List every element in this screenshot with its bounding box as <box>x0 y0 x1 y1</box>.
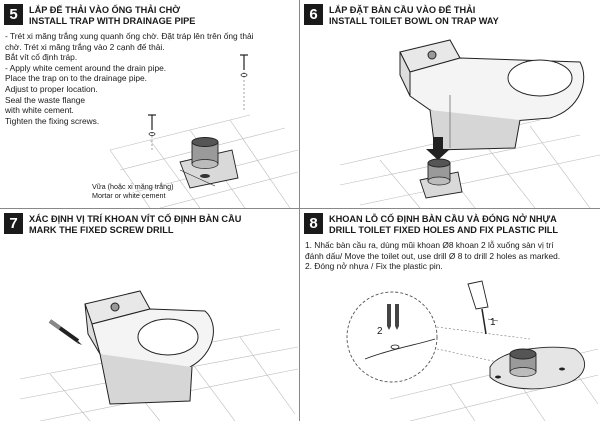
step-8-line: đánh dấu/ Move the toilet out, use drill… <box>305 250 561 261</box>
step-8-instructions: 1. Nhấc bàn cầu ra, dùng mũi khoan Ø8 kh… <box>305 240 560 272</box>
step-7-heading: XÁC ĐỊNH VỊ TRÍ KHOAN VÍT CỐ ĐỊNH BÀN CẦ… <box>29 214 241 235</box>
step-5-line: Bắt vít cố định tráp. <box>5 52 78 63</box>
step-8-panel: 8 KHOAN LỖ CỐ ĐỊNH BÀN CẦU VÀ ĐÓNG NỞ NH… <box>300 209 600 421</box>
step-7-title-vi: XÁC ĐỊNH VỊ TRÍ KHOAN VÍT CỐ ĐỊNH BÀN CẦ… <box>29 214 242 224</box>
divider-vertical <box>299 0 300 421</box>
step-5-number: 5 <box>4 4 23 25</box>
plastic-pin-icon <box>387 304 399 330</box>
toilet-bowl-icon <box>399 39 585 151</box>
step-5-line: - Trét xi măng trắng xung quanh ống chờ.… <box>5 31 254 41</box>
step-5-title-vi: LẮP ĐẾ THẢI VÀO ỐNG THẢI CHỜ <box>29 5 181 15</box>
step-5-line: with white cement. <box>5 105 74 116</box>
annotation-en: Mortar or white cement <box>92 190 166 200</box>
step-6-illustration <box>339 39 600 208</box>
step-8-line: 1. Nhấc bàn cầu ra, dùng mũi khoan Ø8 kh… <box>305 240 554 250</box>
callout-label-1: 1 <box>490 317 496 328</box>
step-5-illustration <box>109 54 299 208</box>
marker-pen-icon <box>48 319 82 345</box>
divider-horizontal <box>0 208 600 209</box>
step-5-title-en: INSTALL TRAP WITH DRAINAGE PIPE <box>29 15 196 26</box>
step-7-illustration <box>19 290 299 421</box>
annotation-vi: Vữa (hoặc xi măng trắng) <box>92 182 174 191</box>
step-6-title-vi: LẮP ĐẶT BÀN CẦU VÀO ĐẾ THẢI <box>329 5 476 15</box>
step-7-title-en: MARK THE FIXED SCREW DRILL <box>29 224 174 235</box>
step-8-title-en: DRILL TOILET FIXED HOLES AND FIX PLASTIC… <box>329 224 559 235</box>
trap-flange-icon <box>419 158 463 199</box>
step-5-line: chờ. Trét xi măng trắng vào 2 cạnh đế th… <box>5 41 165 52</box>
screw-icon <box>148 54 248 130</box>
step-8-heading: KHOAN LỖ CỐ ĐỊNH BÀN CẦU VÀ ĐÓNG NỞ NHỰA… <box>329 214 558 235</box>
step-5-line: Seal the waste flange <box>5 94 86 105</box>
step-8-line: 2. Đóng nở nhựa / Fix the plastic pin. <box>305 261 443 272</box>
step-7-panel: 7 XÁC ĐỊNH VỊ TRÍ KHOAN VÍT CỐ ĐỊNH BÀN … <box>0 209 299 421</box>
toilet-bowl-icon <box>84 290 214 405</box>
step-5-line: - Apply white cement around the drain pi… <box>5 62 167 73</box>
step-6-heading: LẮP ĐẶT BÀN CẦU VÀO ĐẾ THẢI INSTALL TOIL… <box>329 5 499 26</box>
drill-icon <box>467 280 489 335</box>
detail-zoom-icon <box>346 291 438 383</box>
step-6-panel: 6 LẮP ĐẶT BÀN CẦU VÀO ĐẾ THẢI INSTALL TO… <box>300 0 600 208</box>
step-6-number: 6 <box>304 4 323 25</box>
step-8-illustration <box>346 280 599 421</box>
trap-flange-icon <box>179 137 239 189</box>
step-5-panel: 5 LẮP ĐẾ THẢI VÀO ỐNG THẢI CHỜ INSTALL T… <box>0 0 299 208</box>
step-8-title-vi: KHOAN LỖ CỐ ĐỊNH BÀN CẦU VÀ ĐÓNG NỞ NHỰA <box>329 214 557 224</box>
step-8-number: 8 <box>304 213 323 234</box>
step-5-line: Tighten the fixing screws. <box>5 115 100 126</box>
step-5-line: Place the trap on to the drainage pipe. <box>5 73 148 84</box>
callout-label-2: 2 <box>377 326 383 337</box>
arrow-down-icon <box>426 137 450 160</box>
step-7-number: 7 <box>4 213 23 234</box>
step-5-line: Adjust to proper location. <box>5 83 98 94</box>
step-5-heading: LẮP ĐẾ THẢI VÀO ỐNG THẢI CHỜ INSTALL TRA… <box>29 5 195 26</box>
step-5-annotation: Vữa (hoặc xi măng trắng) Mortar or white… <box>92 182 174 200</box>
step-6-title-en: INSTALL TOILET BOWL ON TRAP WAY <box>329 15 499 26</box>
trap-flange-icon <box>489 346 585 390</box>
step-5-instructions: - Trét xi măng trắng xung quanh ống chờ.… <box>5 31 254 126</box>
